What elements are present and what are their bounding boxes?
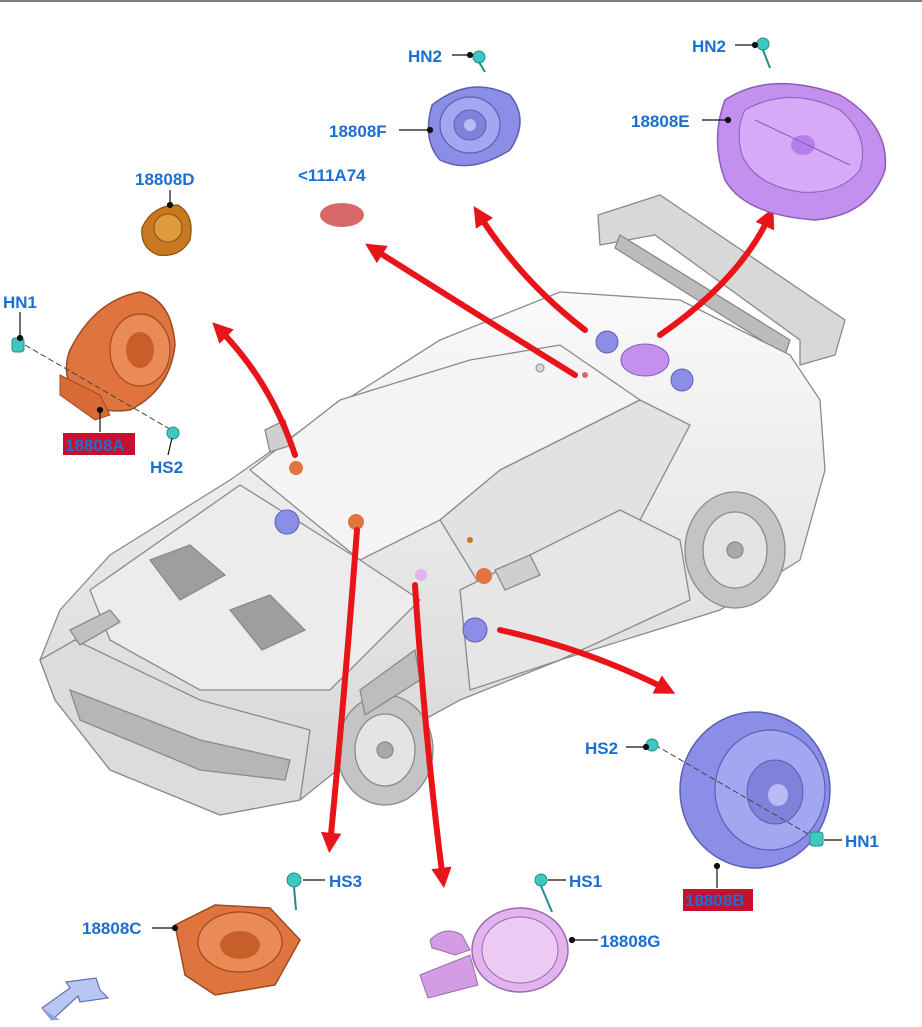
fastener-hn2-right [756, 37, 771, 69]
view-direction-arrow-icon [41, 977, 110, 1021]
fastener-hn2-top [472, 50, 486, 73]
on-vehicle-part-markers [274, 330, 694, 643]
label-18808e: 18808E [631, 112, 690, 131]
fastener-hs1 [534, 873, 553, 913]
speaker-18808a [59, 291, 176, 421]
speaker-18808g [419, 907, 569, 999]
label-18808f: 18808F [329, 122, 387, 141]
arrow-to-18808g [412, 582, 452, 889]
fastener-hn1-right [809, 831, 824, 847]
label-hn2-top: HN2 [408, 47, 442, 66]
axis-line-18808a [24, 344, 176, 433]
label-18808b: 18808B [685, 891, 745, 910]
vehicle-illustration [39, 194, 846, 816]
callout-arrows [212, 206, 775, 889]
speaker-18808f [427, 86, 521, 167]
label-18808g: 18808G [600, 932, 661, 951]
label-hs2-right: HS2 [585, 739, 618, 758]
arrow-to-18808a [212, 322, 298, 458]
speaker-18808c [174, 904, 301, 996]
highlight-18808a [63, 433, 135, 455]
highlight-18808b [683, 889, 753, 911]
leader-lines [16, 41, 842, 944]
speaker-18808b [679, 711, 831, 869]
arrow-to-18808c [321, 527, 360, 854]
sticker-111a74 [320, 203, 364, 227]
label-hn2-right: HN2 [692, 37, 726, 56]
arrow-to-18808f [473, 206, 588, 333]
label-hn1-right: HN1 [845, 832, 879, 851]
part-labels: HN2 18808F HN2 18808E 18808D <111A74 HN1… [3, 37, 879, 951]
label-hs2-left: HS2 [150, 458, 183, 477]
arrow-to-18808e [657, 207, 775, 338]
speaker-18808d [141, 204, 192, 257]
label-111a74: <111A74 [298, 166, 366, 185]
label-hn1-left: HN1 [3, 293, 37, 312]
label-hs1: HS1 [569, 872, 602, 891]
label-hs3: HS3 [329, 872, 362, 891]
speaker-18808e [716, 82, 887, 221]
fastener-hs2-left [166, 426, 180, 440]
label-18808d: 18808D [135, 170, 195, 189]
axis-line-18808b [654, 744, 816, 839]
label-18808a: 18808A [65, 436, 125, 455]
label-18808c: 18808C [82, 919, 142, 938]
fastener-hs3 [286, 872, 302, 911]
arrow-to-18808b [497, 627, 676, 694]
arrow-to-111a74 [365, 243, 578, 378]
